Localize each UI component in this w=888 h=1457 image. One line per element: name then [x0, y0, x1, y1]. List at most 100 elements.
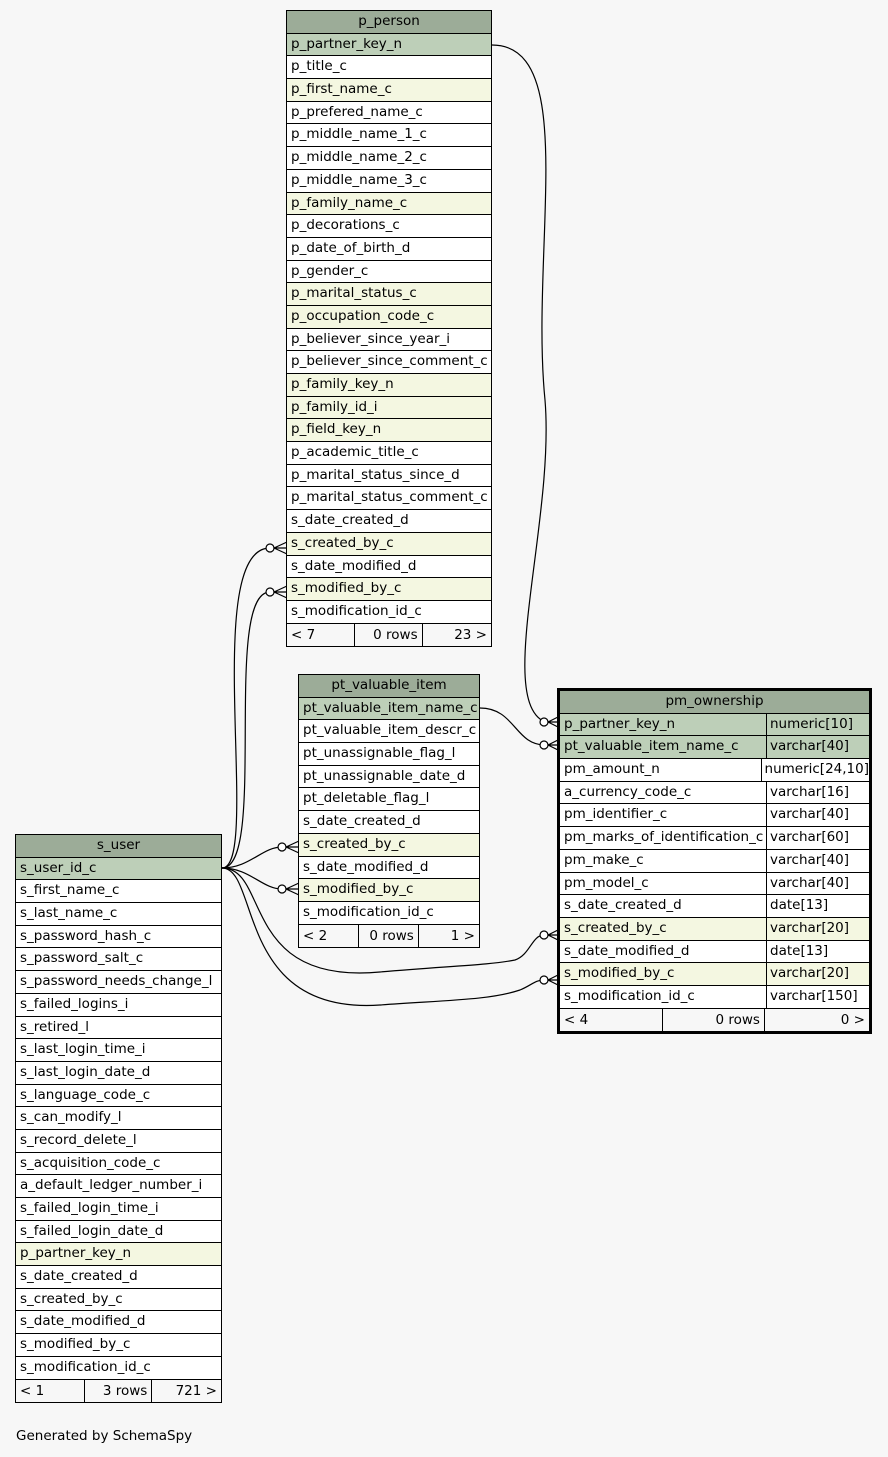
column-type: varchar[20] — [766, 963, 869, 985]
column-row[interactable]: s_date_modified_d — [299, 856, 479, 880]
foreign-key-row[interactable]: p_family_id_i — [287, 396, 491, 420]
column-name: s_date_created_d — [291, 512, 409, 529]
primary-key-row[interactable]: p_partner_key_n — [287, 33, 491, 57]
column-name: p_first_name_c — [291, 81, 392, 98]
column-row[interactable]: p_date_of_birth_d — [287, 237, 491, 261]
column-row[interactable]: s_last_name_c — [16, 903, 221, 926]
table-title[interactable]: pm_ownership — [560, 691, 869, 714]
column-row[interactable]: s_date_created_d — [299, 811, 479, 834]
column-row[interactable]: s_failed_login_time_i — [16, 1198, 221, 1221]
column-row[interactable]: s_can_modify_l — [16, 1107, 221, 1130]
foreign-key-row[interactable]: p_marital_status_c — [287, 283, 491, 306]
column-row[interactable]: s_last_login_time_i — [16, 1039, 221, 1062]
column-row[interactable]: s_modification_id_c — [299, 901, 479, 925]
column-row[interactable]: s_acquisition_code_c — [16, 1152, 221, 1176]
table-title[interactable]: pt_valuable_item — [299, 675, 479, 698]
primary-key-row[interactable]: s_user_id_c — [16, 857, 221, 881]
column-row[interactable]: pt_deletable_flag_l — [299, 788, 479, 812]
column-row[interactable]: p_marital_status_since_d — [287, 464, 491, 488]
parent-count-link[interactable]: < 2 — [303, 927, 328, 944]
foreign-key-row[interactable]: s_created_by_c — [299, 833, 479, 857]
primary-key-row[interactable]: pt_valuable_item_name_c — [299, 697, 479, 721]
column-row[interactable]: s_language_code_c — [16, 1084, 221, 1108]
column-row[interactable]: p_middle_name_2_c — [287, 147, 491, 170]
column-row[interactable]: s_date_modified_d — [16, 1311, 221, 1335]
column-name: p_partner_key_n — [564, 715, 676, 732]
foreign-key-row[interactable]: p_family_name_c — [287, 192, 491, 216]
foreign-key-row[interactable]: p_first_name_c — [287, 79, 491, 102]
column-name: s_modified_by_c — [20, 1336, 131, 1353]
table-title[interactable]: s_user — [16, 835, 221, 858]
foreign-key-row[interactable]: p_occupation_code_c — [287, 305, 491, 329]
column-row[interactable]: p_believer_since_comment_c — [287, 351, 491, 374]
foreign-key-row[interactable]: p_family_key_n — [287, 374, 491, 397]
column-row[interactable]: s_password_needs_change_l — [16, 971, 221, 994]
foreign-key-row[interactable]: p_field_key_n — [287, 419, 491, 443]
column-row[interactable]: pt_valuable_item_descr_c — [299, 720, 479, 744]
column-row[interactable]: pt_unassignable_date_d — [299, 765, 479, 789]
column-row[interactable]: p_believer_since_year_i — [287, 328, 491, 352]
column-row[interactable]: p_academic_title_c — [287, 442, 491, 465]
foreign-key-row[interactable]: p_partner_key_n — [16, 1243, 221, 1267]
column-row[interactable]: p_prefered_name_c — [287, 101, 491, 125]
column-row[interactable]: s_modification_id_c varchar[150] — [560, 985, 869, 1009]
column-row[interactable]: s_failed_logins_i — [16, 993, 221, 1017]
column-type: varchar[150] — [766, 985, 869, 1008]
column-row[interactable]: s_date_created_d — [287, 510, 491, 533]
foreign-key-row[interactable]: s_modified_by_c — [287, 578, 491, 601]
child-count-link[interactable]: 0 > — [763, 1008, 869, 1032]
foreign-key-row[interactable]: s_modified_by_c — [299, 879, 479, 902]
table-title[interactable]: p_person — [287, 11, 491, 34]
child-count-link[interactable]: 23 > — [421, 623, 491, 647]
column-row[interactable]: s_modification_id_c — [287, 600, 491, 624]
parent-count-link[interactable]: < 7 — [291, 626, 316, 643]
column-row[interactable]: p_gender_c — [287, 260, 491, 284]
column-row[interactable]: a_default_ledger_number_i — [16, 1175, 221, 1198]
column-row[interactable]: s_first_name_c — [16, 880, 221, 904]
column-row[interactable]: p_marital_status_comment_c — [287, 487, 491, 511]
column-name: s_modification_id_c — [564, 987, 695, 1004]
column-row[interactable]: s_date_modified_d — [287, 555, 491, 579]
column-row[interactable]: p_middle_name_1_c — [287, 124, 491, 148]
column-name: s_retired_l — [20, 1018, 90, 1035]
column-row[interactable]: s_password_hash_c — [16, 925, 221, 949]
column-type: varchar[40] — [766, 804, 869, 827]
column-row[interactable]: s_record_delete_l — [16, 1129, 221, 1153]
column-row[interactable]: s_retired_l — [16, 1016, 221, 1040]
parent-count-link[interactable]: < 1 — [20, 1382, 45, 1399]
column-row[interactable]: s_password_salt_c — [16, 948, 221, 972]
column-name: s_date_created_d — [20, 1268, 138, 1285]
column-row[interactable]: s_modified_by_c — [16, 1334, 221, 1357]
column-name: s_first_name_c — [20, 882, 120, 899]
column-row[interactable]: s_created_by_c — [16, 1288, 221, 1312]
column-row[interactable]: p_title_c — [287, 56, 491, 80]
column-row[interactable]: s_last_login_date_d — [16, 1061, 221, 1085]
column-row[interactable]: s_date_created_d — [16, 1266, 221, 1289]
child-count-link[interactable]: 721 > — [151, 1379, 221, 1403]
column-row[interactable]: p_middle_name_3_c — [287, 169, 491, 193]
parent-count-link[interactable]: < 4 — [564, 1011, 589, 1028]
column-row[interactable]: p_decorations_c — [287, 215, 491, 238]
column-row[interactable]: s_failed_login_date_d — [16, 1220, 221, 1244]
column-row[interactable]: s_modification_id_c — [16, 1356, 221, 1380]
foreign-key-row[interactable]: s_created_by_c — [287, 532, 491, 556]
column-row[interactable]: pt_unassignable_flag_l — [299, 743, 479, 766]
child-count-link[interactable]: 1 > — [417, 924, 479, 948]
